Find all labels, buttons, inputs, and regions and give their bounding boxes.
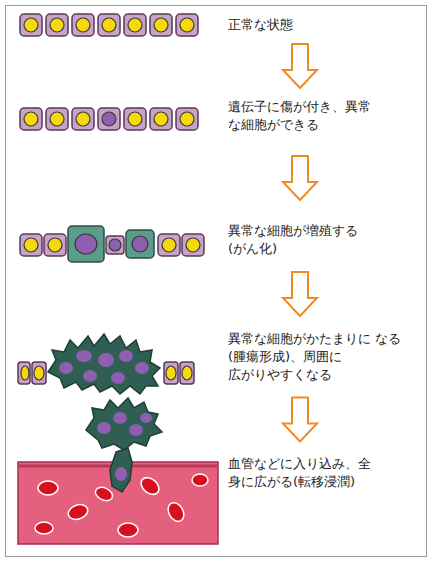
- normal-nucleus: [166, 366, 176, 380]
- outer-frame: [6, 6, 427, 557]
- red-blood-cell: [38, 481, 58, 495]
- normal-cell: [72, 108, 94, 130]
- metastasis-scene: [18, 398, 218, 544]
- red-blood-cell: [93, 485, 114, 503]
- normal-cell: [46, 108, 68, 130]
- cancer-cell: [126, 230, 154, 258]
- normal-cell: [180, 362, 194, 384]
- normal-cell: [20, 234, 42, 256]
- stage-text-node: 遺伝子に傷が付き、異常 な細胞ができる: [228, 98, 406, 134]
- normal-cell: [150, 108, 172, 130]
- tumor-cluster: [86, 398, 162, 450]
- stage-text-node: 異常な細胞が増殖する (がん化): [228, 222, 406, 258]
- flow-arrow: [283, 156, 317, 200]
- stage-text-node: 正常な状態: [228, 16, 406, 34]
- normal-cell: [176, 108, 198, 130]
- blood-vessel: [18, 462, 218, 544]
- stage-description: 異常な細胞がかたまりに なる(腫瘍形成)、周囲に 広がりやすくなる: [228, 330, 406, 384]
- normal-cell: [18, 362, 30, 384]
- stage-description: 異常な細胞が増殖する (がん化): [228, 222, 406, 258]
- normal-cell: [150, 14, 172, 36]
- red-blood-cell: [35, 522, 53, 534]
- tumor-mass: [48, 334, 160, 394]
- stage-description: 正常な状態: [228, 16, 406, 34]
- flow-arrow: [283, 398, 317, 442]
- normal-cell: [164, 362, 178, 384]
- normal-cell: [182, 234, 204, 256]
- normal-cell: [158, 234, 180, 256]
- stage-text-node: 異常な細胞がかたまりに なる(腫瘍形成)、周囲に 広がりやすくなる: [228, 330, 406, 384]
- cancer-nucleus: [76, 350, 92, 362]
- normal-cell: [46, 14, 68, 36]
- invading-cell: [110, 448, 132, 492]
- cancer-nucleus: [111, 372, 125, 384]
- normal-cell: [20, 108, 42, 130]
- normal-cell: [98, 14, 120, 36]
- normal-cell: [44, 234, 66, 256]
- red-blood-cell: [138, 474, 162, 498]
- tumor-row: [18, 334, 194, 394]
- normal-cell: [20, 14, 42, 36]
- normal-cell: [32, 362, 46, 384]
- normal-cell: [72, 14, 94, 36]
- cancer-nucleus: [135, 362, 149, 374]
- red-blood-cell: [118, 523, 138, 537]
- cancer-cell: [68, 226, 104, 262]
- stage-text-node: 血管などに入り込み、全 身に広がる(転移浸潤): [228, 455, 406, 491]
- cancer-nucleus: [59, 362, 73, 374]
- flow-arrow: [283, 44, 317, 88]
- cancer-nucleus: [83, 370, 97, 382]
- normal-tissue-row: [20, 14, 198, 36]
- normal-cell: [124, 14, 146, 36]
- cancer-nucleus: [115, 467, 127, 481]
- cancer-nucleus: [75, 234, 97, 254]
- mutated-tissue-row: [20, 108, 198, 130]
- proliferation-row: [20, 226, 204, 262]
- cancer-nucleus: [98, 353, 114, 367]
- normal-nucleus: [34, 366, 44, 380]
- red-blood-cell: [165, 500, 187, 524]
- cancer-nucleus: [140, 413, 152, 423]
- abnormal-cell: [98, 108, 120, 130]
- red-blood-cell: [192, 474, 208, 486]
- abnormal-cell: [106, 236, 124, 254]
- cancer-nucleus: [97, 422, 111, 434]
- normal-cell: [124, 108, 146, 130]
- normal-cell: [176, 14, 198, 36]
- normal-nucleus: [21, 366, 29, 380]
- stage-description: 遺伝子に傷が付き、異常 な細胞ができる: [228, 98, 406, 134]
- normal-nucleus: [182, 366, 192, 380]
- cancer-nucleus: [129, 424, 143, 436]
- flow-arrow: [283, 272, 317, 316]
- stage-description: 血管などに入り込み、全 身に広がる(転移浸潤): [228, 455, 406, 491]
- cancer-nucleus: [109, 239, 121, 251]
- cancer-nucleus: [119, 350, 133, 362]
- cancer-nucleus: [113, 412, 127, 424]
- red-blood-cell: [66, 502, 90, 522]
- cancer-nucleus: [132, 236, 148, 252]
